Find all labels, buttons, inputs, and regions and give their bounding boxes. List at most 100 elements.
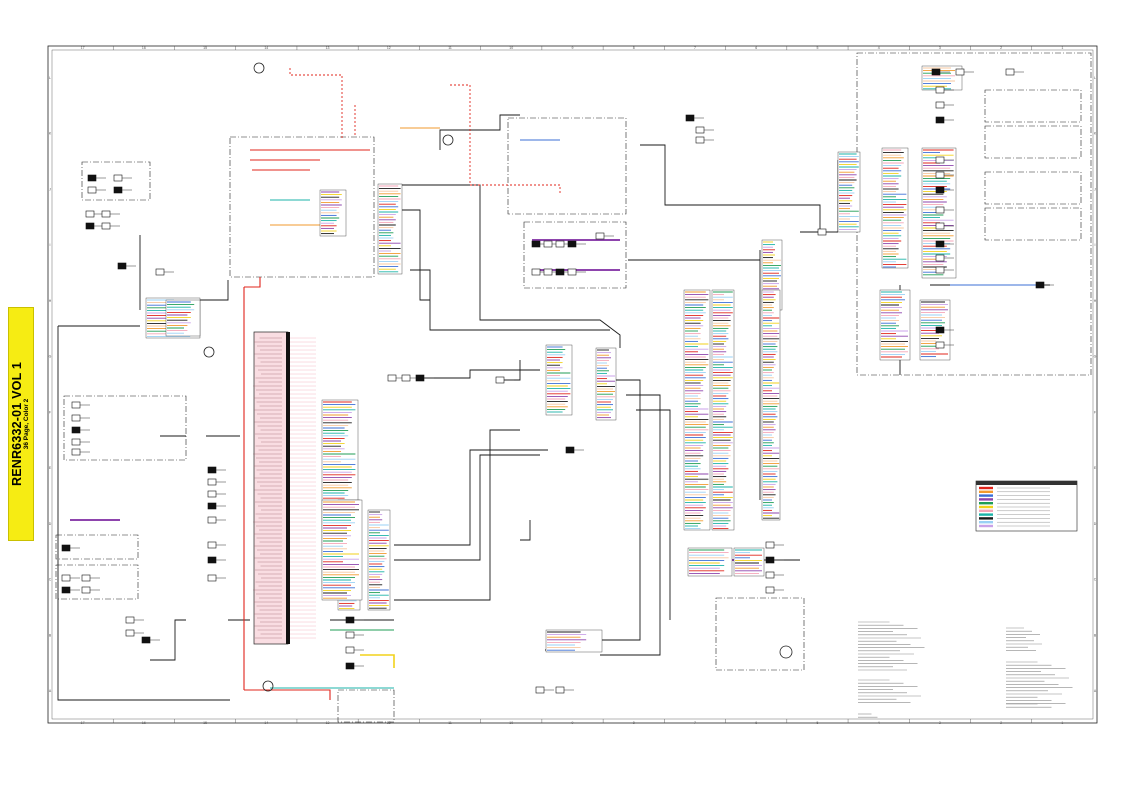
plug-body xyxy=(61,586,71,594)
plug-body xyxy=(685,114,695,122)
grid-row-label: G xyxy=(1094,355,1097,359)
wire-lower-left xyxy=(150,619,186,661)
connector-body xyxy=(761,289,781,521)
connector-plug xyxy=(71,414,90,422)
plug-body xyxy=(935,86,945,94)
plug-body xyxy=(207,516,217,524)
plug-body xyxy=(401,374,411,382)
plug-body xyxy=(765,556,775,564)
right-subgroup-4 xyxy=(984,207,1082,241)
connector-plug xyxy=(101,222,120,230)
grid-row-label: F xyxy=(1094,410,1096,414)
grid-row-label: I xyxy=(50,243,51,247)
grid-row-label: K xyxy=(1094,132,1097,136)
grid-col-label: 11 xyxy=(448,721,452,725)
grid-col-label: 3 xyxy=(939,721,941,725)
connector-plug xyxy=(935,86,954,94)
connector-plug xyxy=(113,186,132,194)
components xyxy=(61,68,1054,694)
connector-stack xyxy=(545,344,573,416)
plug-body xyxy=(931,68,941,76)
plug-body xyxy=(87,186,97,194)
connector-plug xyxy=(71,448,90,456)
plug-body xyxy=(765,541,775,549)
connector-plug xyxy=(695,136,714,144)
plug-body xyxy=(935,326,945,334)
plug-body xyxy=(935,341,945,349)
legend-swatch xyxy=(979,524,993,528)
wire-down-run-3 xyxy=(636,409,671,620)
plug-body xyxy=(935,156,945,164)
plug-body xyxy=(567,240,577,248)
wire-sensor-link xyxy=(420,369,540,379)
plug-body xyxy=(555,268,565,276)
plug-body xyxy=(695,126,705,134)
connector-stack xyxy=(377,183,403,275)
connector-body xyxy=(321,499,363,601)
grid-row-label: C xyxy=(1094,578,1097,582)
grid-col-label: 2 xyxy=(1000,721,1002,725)
red-dashed-wires xyxy=(289,68,561,195)
plug-body xyxy=(101,222,111,230)
grid-col-label: 10 xyxy=(509,46,513,50)
grid-col-label: 16 xyxy=(142,46,146,50)
plug-body xyxy=(935,222,945,230)
connector-plug xyxy=(685,114,704,122)
wire-down-run xyxy=(600,379,641,641)
plug-body xyxy=(555,686,565,694)
connector-plug xyxy=(207,502,226,510)
plug-body xyxy=(61,544,71,552)
grid-col-label: 8 xyxy=(633,46,635,50)
connector-stacks xyxy=(145,65,963,653)
connector-stack xyxy=(319,189,347,237)
plug-body xyxy=(935,101,945,109)
connector-plug xyxy=(935,171,954,179)
grid-row-label: E xyxy=(1094,466,1097,470)
plug-body xyxy=(61,574,71,582)
connector-plug xyxy=(101,210,120,218)
legend-swatch xyxy=(979,509,993,512)
connector-plug xyxy=(207,541,226,549)
plug-body xyxy=(87,174,97,182)
legend-swatch xyxy=(979,490,993,493)
plug-body xyxy=(543,240,553,248)
plug-body xyxy=(531,268,541,276)
wire-mid-run-2 xyxy=(400,209,430,301)
connector-plug xyxy=(567,240,586,248)
right-subgroup-2 xyxy=(984,125,1082,159)
legend-swatch xyxy=(979,517,993,520)
switch-group-boundary xyxy=(81,161,151,201)
grid-row-label: D xyxy=(1094,522,1097,526)
connector-stack xyxy=(683,289,711,531)
connector-plug xyxy=(345,662,364,670)
plug-body xyxy=(207,478,217,486)
connector-plug xyxy=(207,574,226,582)
plug-body xyxy=(117,262,127,270)
red-bottom xyxy=(244,689,331,700)
grid-col-label: 6 xyxy=(755,721,757,725)
red-cab-feed xyxy=(244,277,261,288)
legend-swatch xyxy=(979,505,993,509)
grid-col-label: 16 xyxy=(142,721,146,725)
connector-stack xyxy=(881,147,909,269)
grid-col-label: 15 xyxy=(203,721,207,725)
connector-plug xyxy=(125,616,144,624)
plug-body xyxy=(141,636,151,644)
connector-stack xyxy=(879,289,911,361)
grid-col-label: 17 xyxy=(81,46,85,50)
plug-body xyxy=(207,490,217,498)
connector-plug xyxy=(765,571,784,579)
connector-plug xyxy=(935,206,954,214)
plug-body xyxy=(695,136,705,144)
wire-mid-run xyxy=(400,184,621,348)
sensor-group-boundary xyxy=(63,395,187,461)
grid-row-label: B xyxy=(49,633,52,637)
connector-plug xyxy=(695,126,714,134)
grid-col-label: 17 xyxy=(81,721,85,725)
grid-col-label: 3 xyxy=(939,46,941,50)
ground-symbol-right xyxy=(779,645,793,659)
legend-swatch xyxy=(979,494,993,497)
connector-plug xyxy=(345,646,364,654)
connector-plug xyxy=(935,222,954,230)
connector-plug xyxy=(1005,68,1024,76)
